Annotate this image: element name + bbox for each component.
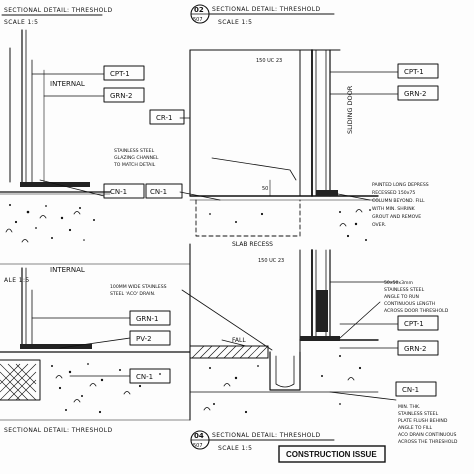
tag-tr-grn: GRN-2 — [397, 85, 439, 101]
note-ss-plate: MIN. THK. STAINLESS STEEL PLATE FLUSH BE… — [398, 404, 458, 445]
svg-text:STAINLESS STEEL: STAINLESS STEEL — [398, 411, 439, 417]
svg-text:PLATE FLUSH BEHIND: PLATE FLUSH BEHIND — [398, 418, 448, 424]
construction-issue-stamp: CONSTRUCTION ISSUE — [278, 445, 386, 463]
detail-top-left: SECTIONAL DETAIL: THRESHOLD SCALE 1:5 IN… — [0, 7, 113, 243]
tag-bl-cn: CN-1 — [129, 368, 171, 384]
tag-tr-cn: CN-1 — [145, 183, 183, 199]
label-sliding-door: SLIDING DOOR — [346, 85, 354, 134]
svg-text:ACROSS DOOR THRESHOLD: ACROSS DOOR THRESHOLD — [384, 308, 449, 314]
note-painted-column: PAINTED LONG DEPRESS RECESSED 150x75 COL… — [372, 182, 429, 228]
label-internal-bottom: INTERNAL — [50, 266, 85, 274]
detail-top-right: 02 507 SECTIONAL DETAIL: THRESHOLD SCALE… — [179, 4, 399, 248]
tag-tl-grn: GRN-2 — [103, 87, 145, 103]
scale-top-right: SCALE 1:5 — [218, 19, 252, 26]
svg-text:COLUMN BEYOND. FILL: COLUMN BEYOND. FILL — [372, 198, 425, 204]
door-frame-block — [316, 290, 328, 332]
svg-text:MIN. THK.: MIN. THK. — [398, 404, 420, 410]
scale-bottom-right: SCALE 1:5 — [218, 445, 252, 452]
svg-text:ACROSS THE THRESHOLD: ACROSS THE THRESHOLD — [398, 439, 458, 445]
svg-text:CPT-1: CPT-1 — [404, 68, 424, 76]
tag-tl-cn: CN-1 — [103, 183, 145, 199]
svg-text:CN-1: CN-1 — [402, 386, 419, 394]
svg-text:CPT-1: CPT-1 — [404, 320, 424, 328]
detail-bottom-left: INTERNAL ALE 1:5 SECTIONAL DETAIL: T — [0, 263, 191, 434]
svg-text:CONTINUOUS LENGTH: CONTINUOUS LENGTH — [384, 301, 435, 307]
svg-text:CR-1: CR-1 — [156, 114, 172, 122]
svg-text:WITH MIN. SHRINK: WITH MIN. SHRINK — [372, 206, 416, 212]
concrete-hatch-top-right — [209, 209, 371, 241]
floor-finish-bottom-right — [189, 345, 269, 359]
note-glazing-channel: STAINLESS STEEL GLAZING CHANNEL TO MATCH… — [113, 148, 159, 168]
label-slab-recess: SLAB RECESS — [232, 241, 273, 248]
svg-text:ANGLE TO RUN: ANGLE TO RUN — [384, 294, 419, 300]
svg-text:02: 02 — [194, 6, 204, 14]
tag-bl-grn: GRN-1 — [129, 310, 171, 326]
tag-tl-cpt: CPT-1 — [103, 65, 145, 81]
dim-150-bottom: 150 UC 23 — [258, 258, 284, 264]
svg-text:GROUT AND REMOVE: GROUT AND REMOVE — [372, 214, 421, 220]
title-bottom-right: SECTIONAL DETAIL: THRESHOLD — [212, 432, 321, 439]
svg-text:ANGLE TO FILL: ANGLE TO FILL — [398, 425, 432, 431]
tag-tr-cpt: CPT-1 — [397, 63, 439, 79]
svg-text:STAINLESS STEEL: STAINLESS STEEL — [114, 148, 155, 154]
title-bottom-left: SECTIONAL DETAIL: THRESHOLD — [4, 427, 113, 434]
tag-br-grn: GRN-2 — [397, 340, 439, 356]
svg-text:507: 507 — [193, 443, 203, 449]
dim-150-top: 150 UC 23 — [256, 58, 282, 64]
title-top-left: SECTIONAL DETAIL: THRESHOLD — [4, 7, 113, 14]
threshold-angle-top — [316, 190, 338, 196]
svg-text:04: 04 — [194, 432, 204, 440]
svg-text:TO MATCH DETAIL: TO MATCH DETAIL — [113, 162, 156, 168]
crosshatch-bottom-left — [0, 363, 37, 401]
svg-text:CN-1: CN-1 — [150, 188, 167, 196]
svg-text:GLAZING CHANNEL: GLAZING CHANNEL — [114, 155, 159, 161]
svg-text:50x50x3mm: 50x50x3mm — [384, 280, 414, 286]
tag-br-cn: CN-1 — [395, 381, 437, 397]
svg-text:GRN-2: GRN-2 — [404, 345, 427, 353]
scale-top-left: SCALE 1:5 — [4, 19, 38, 26]
title-top-right: SECTIONAL DETAIL: THRESHOLD — [212, 6, 321, 13]
svg-text:CONSTRUCTION ISSUE: CONSTRUCTION ISSUE — [286, 450, 377, 459]
tag-tr-cr: CR-1 — [149, 109, 185, 125]
concrete-hatch-bottom-left — [51, 363, 161, 414]
svg-text:CPT-1: CPT-1 — [110, 70, 130, 78]
concrete-hatch-top-left — [9, 204, 95, 241]
svg-text:ACO DRAIN CONTINUOUS: ACO DRAIN CONTINUOUS — [398, 432, 456, 438]
scale-bottom-left: ALE 1:5 — [4, 277, 30, 284]
svg-text:507: 507 — [193, 17, 203, 23]
note-ss-angle: 50x50x3mm STAINLESS STEEL ANGLE TO RUN C… — [384, 280, 449, 314]
floor-hatch-bottom-right — [191, 345, 269, 359]
svg-text:GRN-2: GRN-2 — [404, 90, 427, 98]
svg-text:PAINTED LONG DEPRESS: PAINTED LONG DEPRESS — [372, 182, 429, 188]
label-internal-top: INTERNAL — [50, 80, 85, 88]
svg-text:PV-2: PV-2 — [136, 335, 152, 343]
threshold-angle-bottom — [300, 336, 340, 341]
svg-text:GRN-1: GRN-1 — [136, 315, 159, 323]
tag-br-cpt: CPT-1 — [397, 315, 439, 331]
concrete-hatch-bottom-right — [209, 355, 362, 414]
svg-text:OVER.: OVER. — [372, 222, 386, 228]
svg-text:100MM WIDE STAINLESS: 100MM WIDE STAINLESS — [110, 284, 167, 290]
tag-bl-pv: PV-2 — [129, 330, 171, 346]
detail-bottom-right: 150 UC 23 FALL — [181, 243, 399, 452]
svg-text:RECESSED 150x75: RECESSED 150x75 — [372, 190, 415, 196]
svg-text:CN-1: CN-1 — [110, 188, 127, 196]
svg-text:CN-1: CN-1 — [136, 373, 153, 381]
floor-finish-top-left — [20, 182, 90, 187]
svg-text:STEEL 'ACO' DRAIN.: STEEL 'ACO' DRAIN. — [110, 291, 155, 297]
label-fall: FALL — [232, 337, 246, 344]
floor-finish-bottom-left — [20, 344, 92, 349]
aco-drain — [269, 351, 301, 391]
dim-50: 50 — [262, 186, 268, 192]
note-aco-drain: 100MM WIDE STAINLESS STEEL 'ACO' DRAIN. — [110, 284, 167, 297]
svg-text:STAINLESS STEEL: STAINLESS STEEL — [384, 287, 425, 293]
svg-text:GRN-2: GRN-2 — [110, 92, 133, 100]
